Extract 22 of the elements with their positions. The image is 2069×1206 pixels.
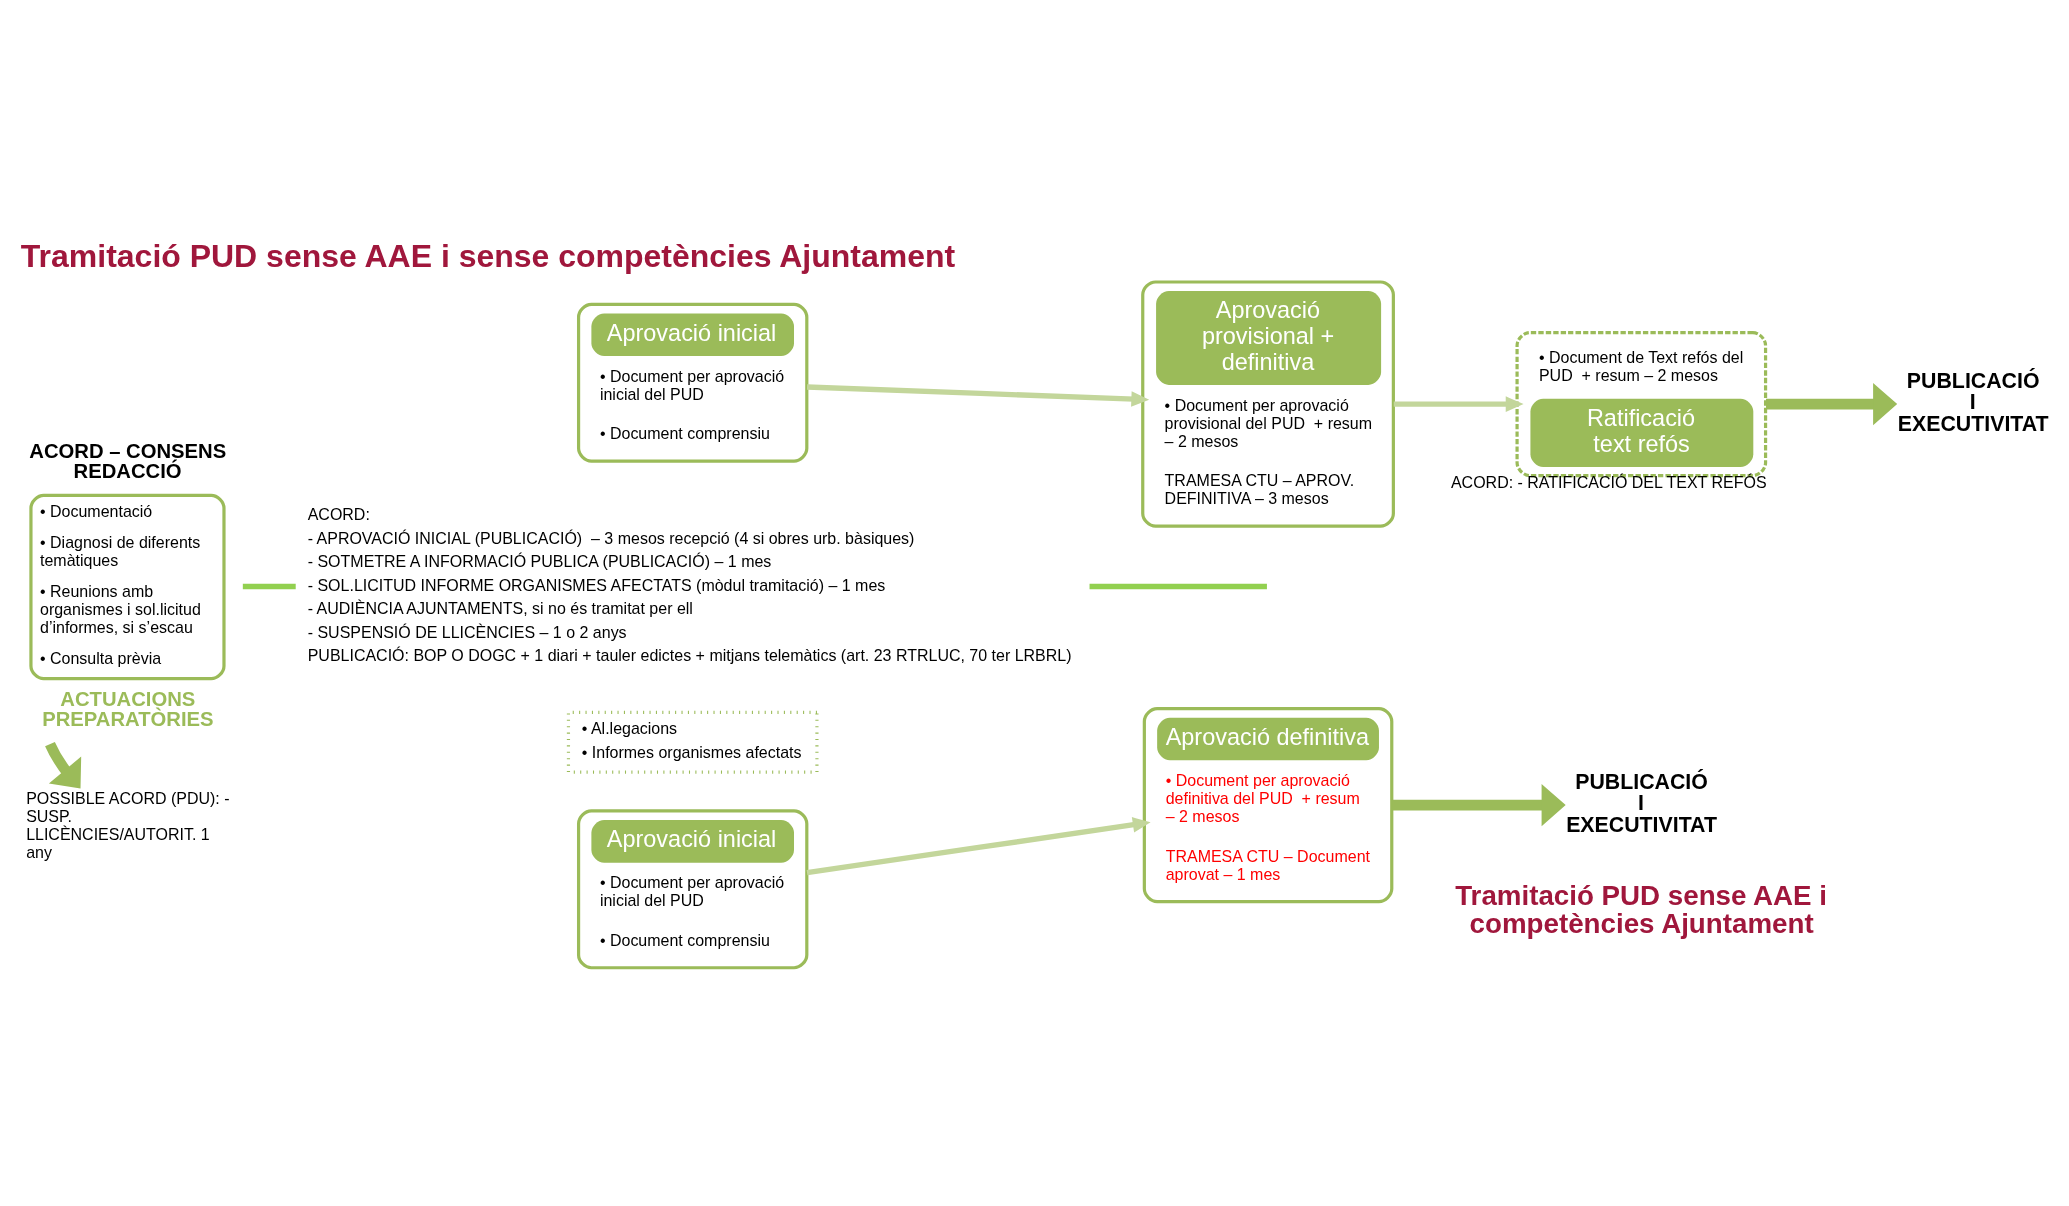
label: Tramitació PUD sense AAE i competències Ajuntament bbox=[1455, 880, 1828, 939]
node-box: Aprovació inicial • Document per aprovació inicial del PUD • Document comprensiu bbox=[577, 809, 809, 970]
node-label: ACTUACIONS PREPARATÒRIES bbox=[42, 688, 214, 731]
node-box: Aprovació definitiva • Document per aprovació definitiva del PUD + resum – 2 mesos TRAMESA CTU – Document aprovat – 1 mes bbox=[1142, 707, 1394, 904]
node-box: Aprovació provisional + definitiva • Document per aprovació provisional del PUD + resum – 2 mesos TRAMESA CTU – APROV. DEFINITIVA – 3 mesos bbox=[1141, 280, 1395, 528]
arrow bbox=[806, 817, 1151, 876]
node-box: • Al.legacions • Informes organismes afectats bbox=[566, 710, 819, 774]
connector bbox=[1089, 583, 1267, 590]
node-text: ACORD: - APROVACIÓ INICIAL (PUBLICACIÓ) – 3 mesos recepció (4 si obres urb. bàsiques) - SOTMETRE A INFORMACIÓ PUBLICA (PUBLICACIÓ) – 1 mes - SOL.LICITUD INFORME ORGANISMES AFECTATS (mòdul tramitació) – 1 mes - AUDIÈNCIA AJUNTAMENTS, si no és tramitat per ell - SUSPENSIÓ DE LLICÈNCIES – 1 o 2 anys PUBLICACIÓ: BOP O DOGC + 1 diari + tauler edictes + mitjans telemàtics (art. 23 RTRLUC, 70 ter LRBRL) bbox=[307, 506, 1072, 665]
arrow bbox=[1392, 784, 1566, 827]
node-box-text: • Documentació • Diagnosi de diferents temàtiques • Reunions amb organismes i sol.licitud d’informes, si s’escau • Consulta prèvia bbox=[29, 493, 226, 681]
arrow bbox=[1766, 383, 1898, 426]
diagram-title: Tramitació PUD sense AAE i sense competències Ajuntament bbox=[20, 238, 956, 275]
connector bbox=[242, 583, 296, 590]
node-text: POSSIBLE ACORD (PDU): - SUSP. LLICÈNCIES/AUTORIT. 1 any bbox=[26, 790, 230, 862]
node-text: PUBLICACIÓ I EXECUTIVITAT bbox=[1897, 369, 2049, 436]
arrow bbox=[806, 384, 1150, 407]
arrow bbox=[1393, 396, 1524, 412]
node-label: ACORD – CONSENS REDACCIÓ bbox=[29, 439, 227, 482]
arrow bbox=[45, 741, 82, 789]
node-text: PUBLICACIÓ I EXECUTIVITAT bbox=[1566, 770, 1717, 837]
node-box: Aprovació inicial • Document per aprovació inicial del PUD • Document comprensiu bbox=[577, 302, 809, 463]
